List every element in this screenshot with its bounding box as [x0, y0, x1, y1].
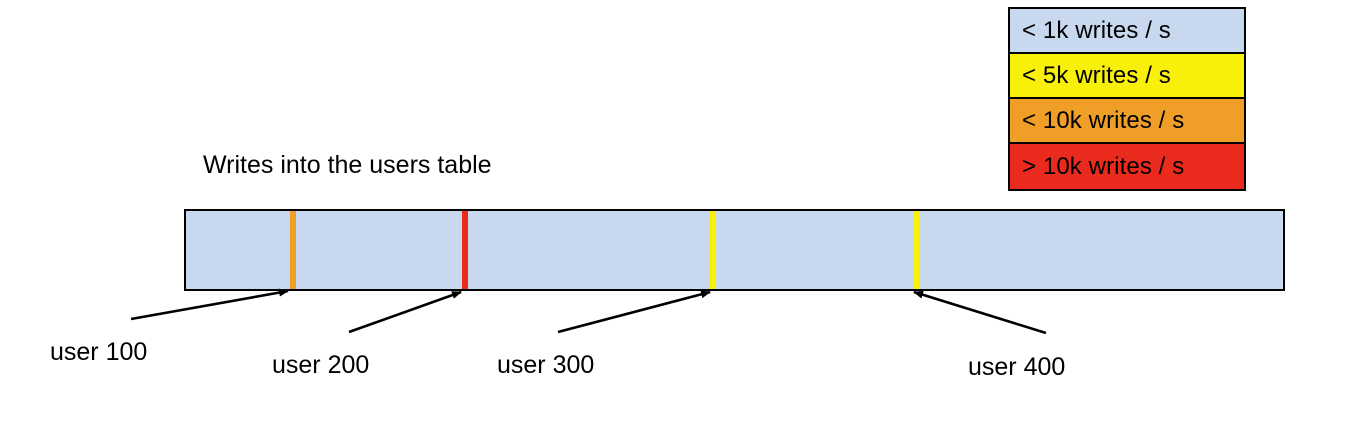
hot-row-stripe-user-200	[462, 211, 468, 289]
callout-label-user-300: user 300	[497, 351, 595, 379]
callout-arrow-user-300	[557, 290, 711, 334]
callout-arrow-user-100	[130, 288, 289, 321]
chart-title: Writes into the users table	[203, 151, 492, 179]
hot-row-stripe-user-100	[290, 211, 296, 289]
callout-arrow-user-200	[348, 290, 462, 334]
hot-row-stripe-user-400	[913, 211, 919, 289]
legend-label-over-10k: > 10k writes / s	[1022, 152, 1185, 180]
legend-row-over-10k: > 10k writes / s	[1010, 144, 1244, 189]
users-table-keyspace-bar	[184, 209, 1285, 291]
legend-row-under-1k: < 1k writes / s	[1010, 9, 1244, 54]
callout-label-user-100: user 100	[50, 338, 148, 366]
callout-label-user-400: user 400	[968, 353, 1066, 381]
legend-label-under-1k: < 1k writes / s	[1022, 16, 1171, 44]
legend-label-under-5k: < 5k writes / s	[1022, 61, 1171, 89]
write-rate-legend: < 1k writes / s < 5k writes / s < 10k wr…	[1008, 7, 1246, 191]
callout-arrow-user-400	[913, 290, 1047, 335]
hot-row-stripe-user-300	[710, 211, 716, 289]
callout-label-user-200: user 200	[272, 351, 370, 379]
legend-row-under-10k: < 10k writes / s	[1010, 99, 1244, 144]
legend-row-under-5k: < 5k writes / s	[1010, 54, 1244, 99]
legend-label-under-10k: < 10k writes / s	[1022, 106, 1185, 134]
